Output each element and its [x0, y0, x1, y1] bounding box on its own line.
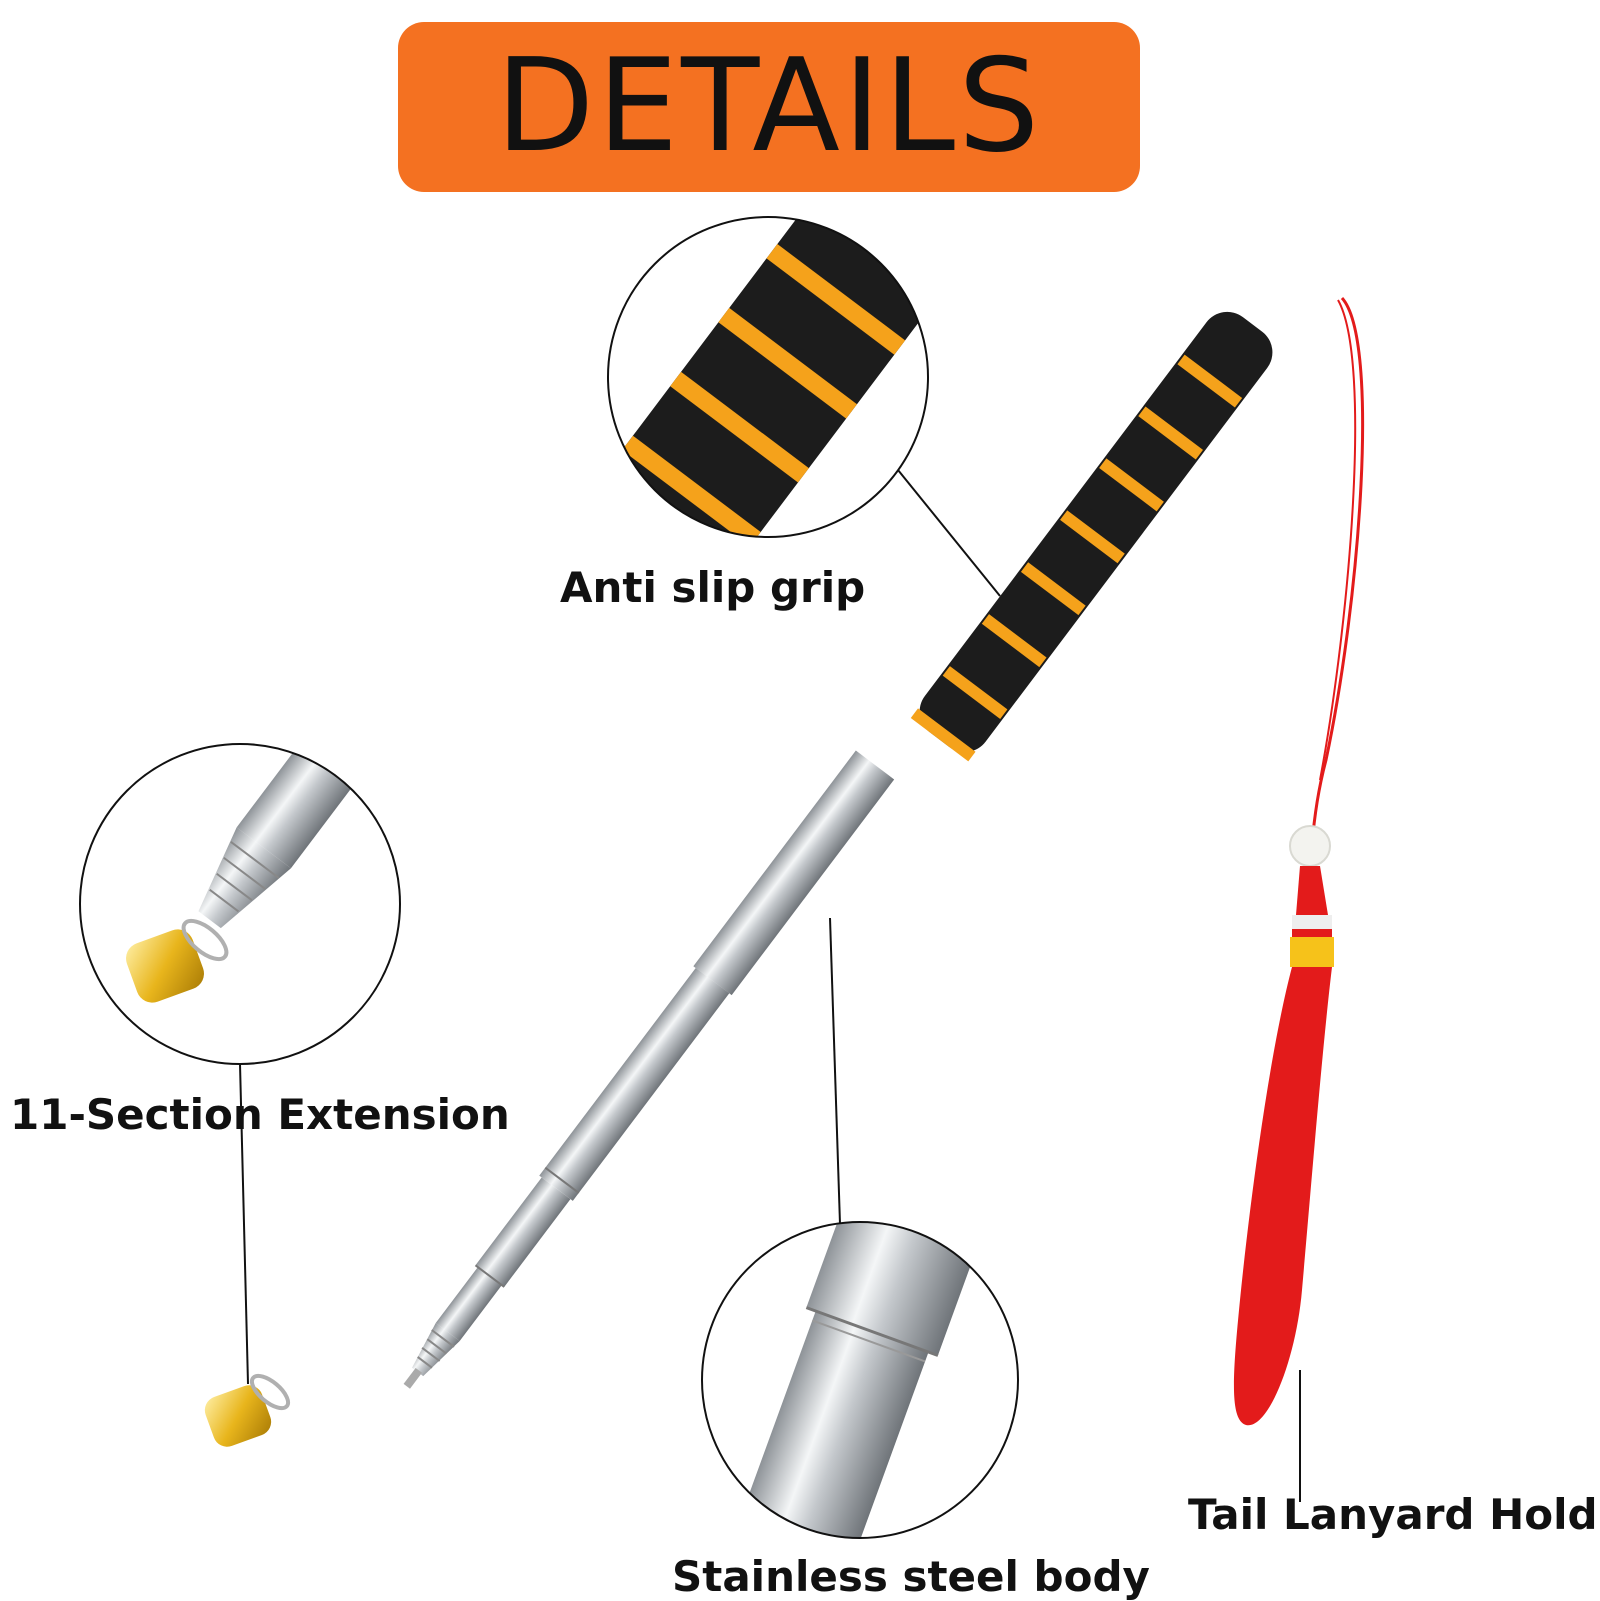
body-zoom-circle [701, 1221, 1019, 1539]
lanyard-label: Tail Lanyard Hold [1188, 1490, 1598, 1539]
tip-zoom-circle [79, 743, 401, 1065]
gold-tip [204, 1373, 291, 1447]
details-banner: DETAILS [398, 22, 1140, 192]
banner-title: DETAILS [495, 32, 1043, 181]
leader-lines [239, 469, 1301, 1502]
grip-label: Anti slip grip [560, 563, 866, 612]
extension-label: 11-Section Extension [10, 1090, 510, 1139]
body-label: Stainless steel body [672, 1552, 1150, 1601]
telescopic-pointer [204, 311, 1273, 1447]
grip-zoom-circle [607, 216, 929, 538]
red-lanyard [1233, 296, 1365, 1426]
foam-grip [910, 311, 1273, 762]
